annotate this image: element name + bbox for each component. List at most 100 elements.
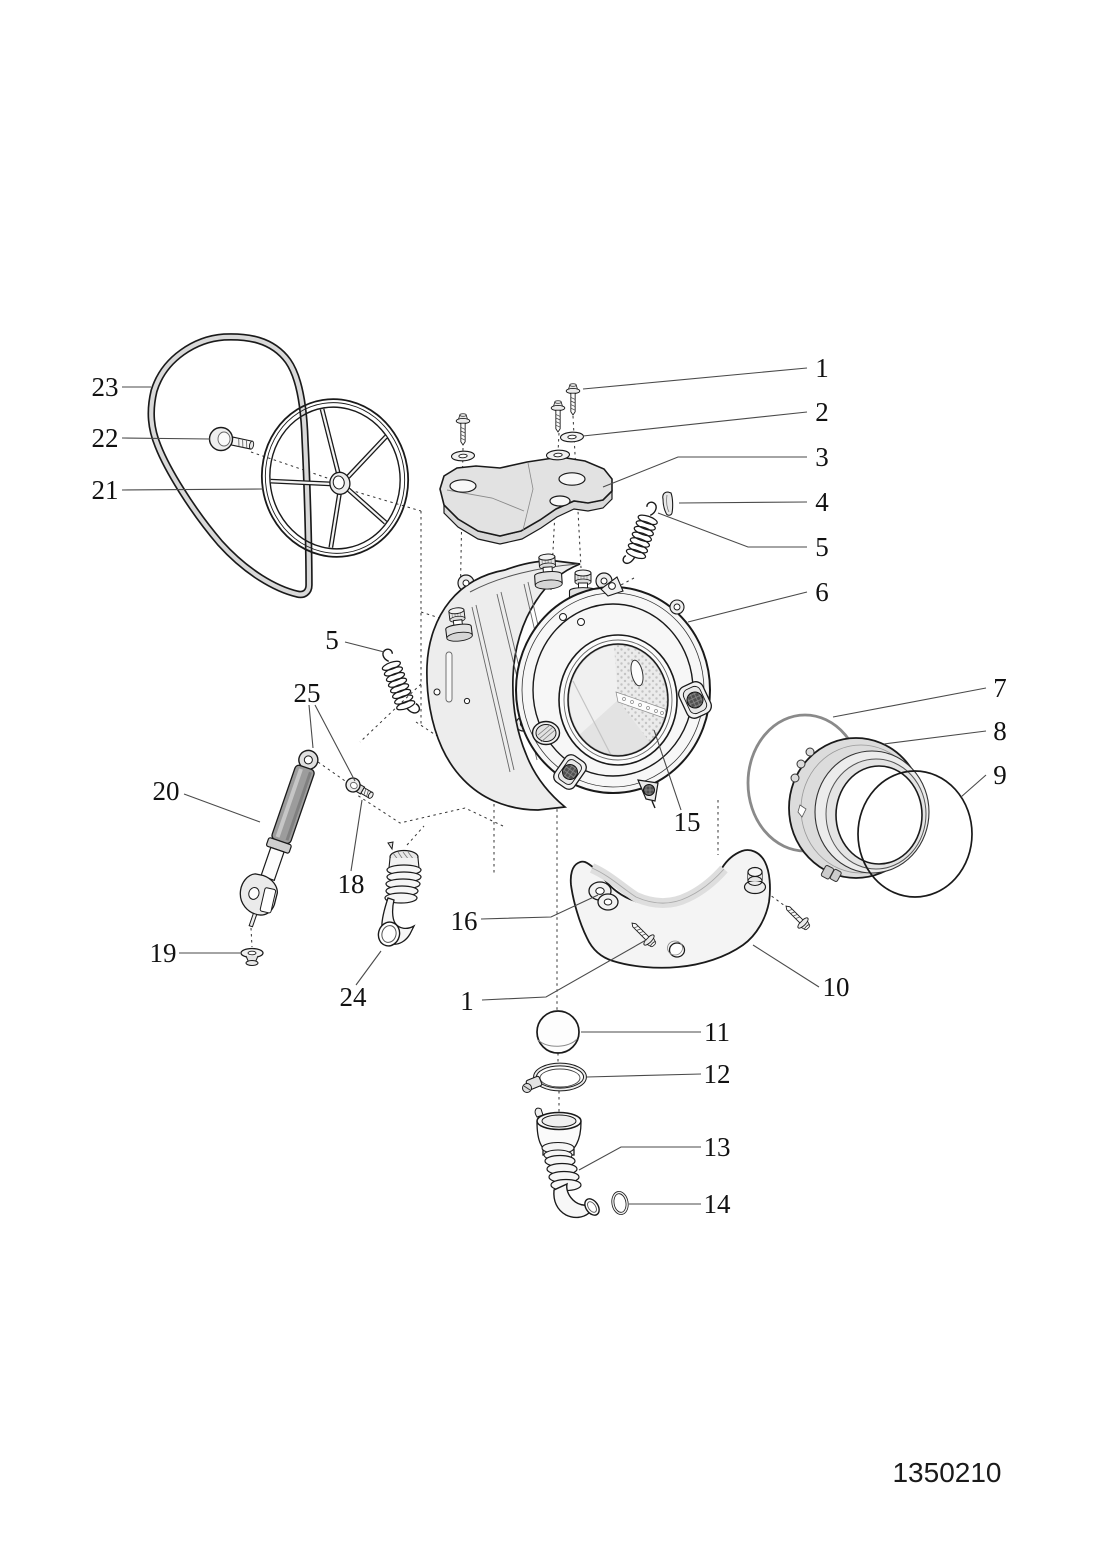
leader-line — [481, 939, 647, 1001]
hex-screw — [780, 900, 814, 934]
leader-line — [578, 1146, 701, 1171]
callout-5-left: 5 — [325, 625, 385, 655]
callout-label-5-left: 5 — [325, 625, 339, 655]
callout-label-6: 6 — [815, 577, 829, 607]
callout-15: 15 — [653, 729, 701, 837]
callout-label-1-top: 1 — [815, 353, 829, 383]
callout-5-right: 5 — [657, 512, 829, 562]
leader-line — [480, 894, 599, 920]
leader-line — [960, 774, 987, 798]
callout-18: 18 — [338, 799, 365, 899]
callout-2: 2 — [582, 397, 829, 437]
leader-line — [678, 501, 808, 504]
hex-screw — [455, 413, 471, 446]
pressure-ball — [536, 1010, 580, 1054]
hex-screw — [550, 400, 566, 433]
callout-label-1-bottom: 1 — [460, 986, 474, 1016]
washer — [559, 431, 585, 443]
callout-19: 19 — [150, 938, 240, 968]
callout-12: 12 — [586, 1059, 731, 1089]
leader-line — [121, 437, 211, 440]
callout-label-22: 22 — [92, 423, 119, 453]
callout-1-bottom: 1 — [460, 939, 647, 1016]
callout-6: 6 — [687, 577, 829, 623]
leader-line — [350, 799, 363, 872]
leader-line — [308, 704, 314, 749]
callout-7: 7 — [832, 673, 1007, 718]
callout-25: 25 — [294, 678, 356, 782]
o-ring — [611, 1191, 629, 1215]
callout-24: 24 — [340, 950, 382, 1012]
callout-9: 9 — [960, 760, 1007, 798]
hose-clamp — [522, 1062, 587, 1093]
leader-line — [355, 950, 382, 986]
callout-11: 11 — [581, 1017, 730, 1047]
callout-layer: 1234567891011121314151611819202122232425… — [92, 353, 1007, 1219]
callout-label-13: 13 — [704, 1132, 731, 1162]
tub-hinge-boss — [678, 681, 712, 719]
callout-label-15: 15 — [674, 807, 701, 837]
drain-hose — [534, 1107, 600, 1219]
callout-label-10: 10 — [823, 972, 850, 1002]
bellows-hose — [377, 841, 422, 947]
callout-8: 8 — [883, 716, 1007, 746]
callout-label-21: 21 — [92, 475, 119, 505]
leader-line — [883, 730, 987, 745]
callout-label-3: 3 — [815, 442, 829, 472]
pulley-bolt — [208, 426, 255, 452]
hex-screw — [565, 383, 581, 416]
door-ring — [857, 770, 973, 898]
callout-label-5-right: 5 — [815, 532, 829, 562]
callout-14: 14 — [629, 1189, 731, 1219]
callout-label-24: 24 — [340, 982, 368, 1012]
callout-3: 3 — [602, 442, 829, 488]
callout-label-19: 19 — [150, 938, 177, 968]
leader-line — [183, 793, 261, 823]
bracket-bolt — [743, 866, 767, 895]
callout-label-20: 20 — [153, 776, 180, 806]
leader-line — [586, 1073, 702, 1078]
callout-label-2: 2 — [815, 397, 829, 427]
suspension-spring-right — [622, 501, 658, 565]
callout-20: 20 — [153, 776, 261, 823]
callout-label-9: 9 — [993, 760, 1007, 790]
drum-interior — [568, 644, 668, 756]
callout-label-23: 23 — [92, 372, 119, 402]
callout-label-8: 8 — [993, 716, 1007, 746]
callout-4: 4 — [678, 487, 829, 517]
leader-line — [121, 488, 264, 491]
callout-label-25: 25 — [294, 678, 321, 708]
callout-23: 23 — [92, 372, 151, 402]
bracket-washers — [588, 881, 619, 911]
callout-label-12: 12 — [704, 1059, 731, 1089]
tub-hinge-boss — [553, 754, 587, 790]
callout-label-16: 16 — [451, 906, 478, 936]
tub-cap — [531, 720, 561, 746]
retaining-clip — [662, 491, 674, 516]
leader-line — [344, 641, 385, 653]
callout-label-11: 11 — [704, 1017, 730, 1047]
callout-label-7: 7 — [993, 673, 1007, 703]
callout-22: 22 — [92, 423, 211, 453]
callout-1-top: 1 — [582, 353, 829, 390]
callout-10: 10 — [752, 944, 850, 1002]
leader-line — [653, 729, 682, 811]
callout-label-4: 4 — [815, 487, 829, 517]
leader-line — [602, 456, 807, 488]
leader-line — [582, 367, 808, 390]
counterweight — [439, 456, 613, 545]
tub-assembly — [426, 552, 712, 811]
leader-line — [582, 411, 808, 437]
shoulder-bolt — [345, 777, 374, 799]
drive-belt — [147, 333, 313, 599]
callout-21: 21 — [92, 475, 264, 505]
tub-bottom-bracket — [637, 779, 659, 809]
part-number: 1350210 — [892, 1457, 1001, 1488]
support-bracket — [569, 849, 771, 969]
washer — [450, 450, 476, 462]
leader-line — [687, 591, 808, 623]
callout-16: 16 — [451, 894, 599, 936]
leader-line — [657, 512, 807, 548]
leader-line — [752, 944, 820, 988]
